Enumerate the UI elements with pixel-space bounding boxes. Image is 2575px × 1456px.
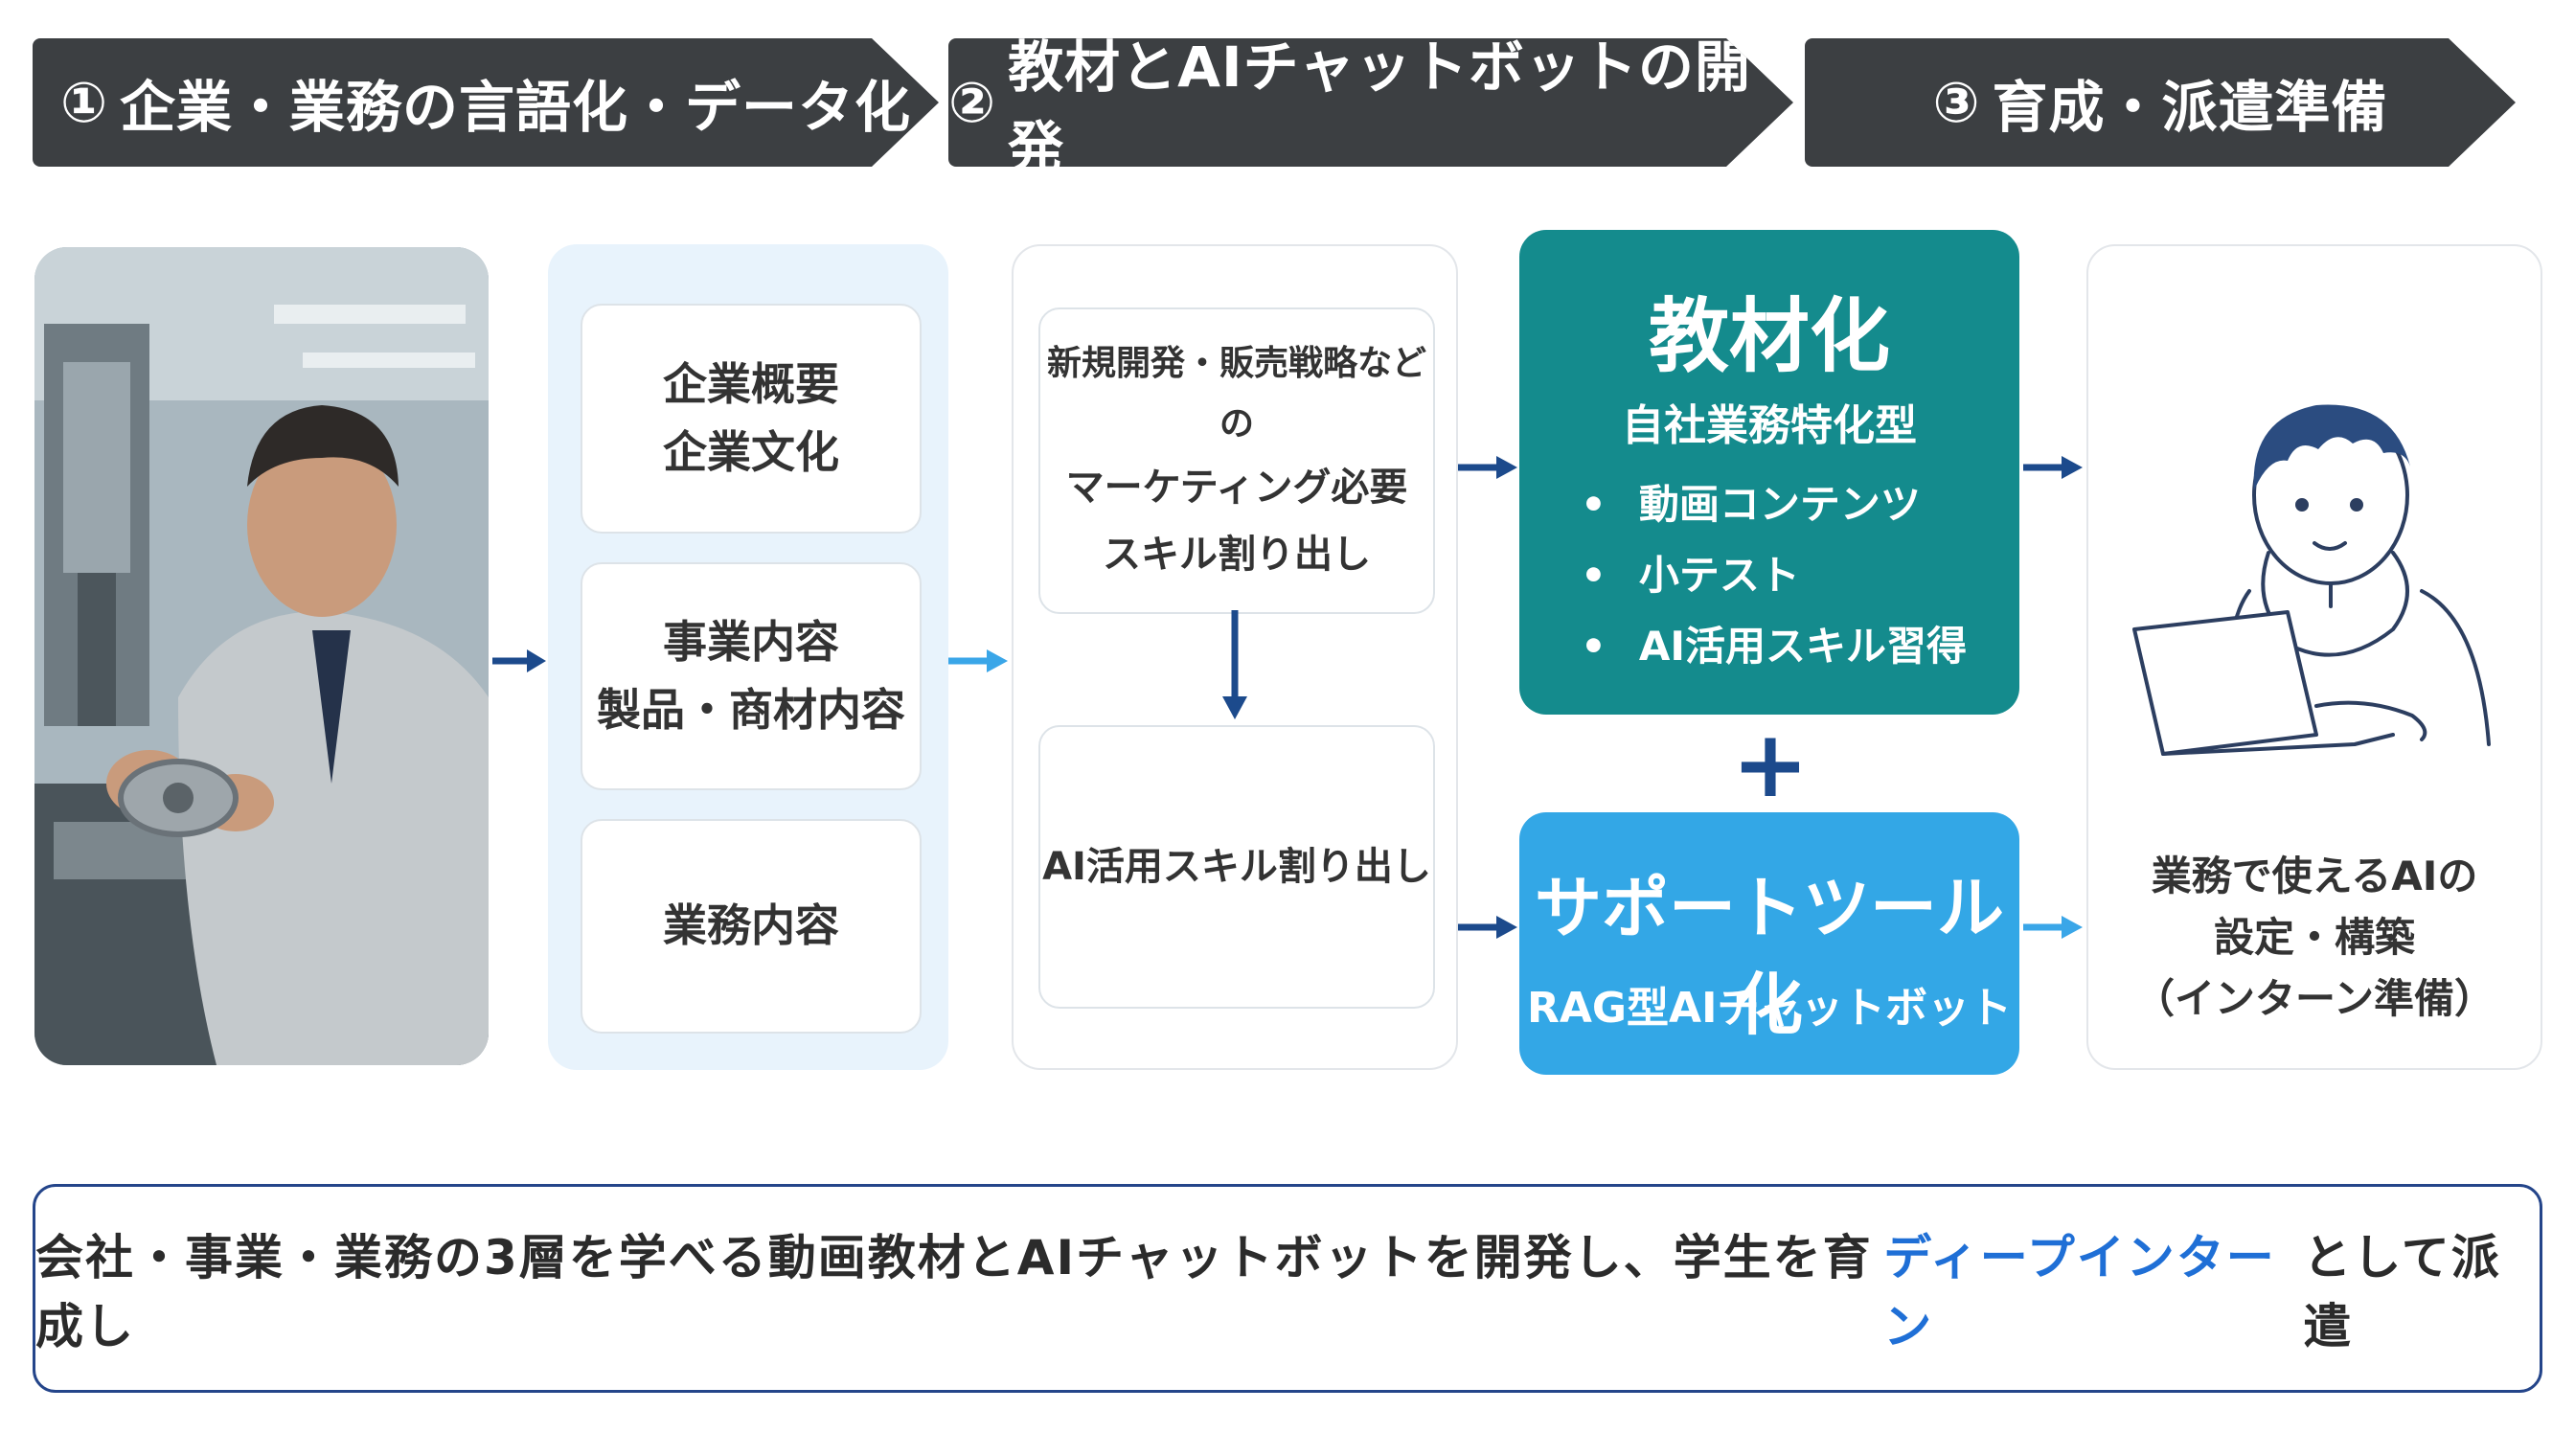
materials-box: 教材化 自社業務特化型 •動画コンテンツ •小テスト •AI活用スキル習得 — [1519, 230, 2019, 715]
arrow-right-icon — [492, 649, 546, 672]
summary-text-end: として派遣 — [2303, 1230, 2501, 1354]
outcome-line: 設定・構築 — [2213, 914, 2415, 961]
student-laptop-illustration — [2132, 404, 2491, 756]
step-label-1: 企業・業務の言語化・データ化 — [120, 75, 912, 140]
step-number-3: ③ — [1932, 70, 1981, 135]
arrow-right-icon — [2023, 916, 2083, 939]
card-line: 事業内容 — [663, 615, 839, 668]
company-overview-card: 企業概要 企業文化 — [581, 304, 922, 534]
factory-worker-illustration — [34, 247, 489, 1065]
company-info-panel: 企業概要 企業文化 事業内容 製品・商材内容 業務内容 — [548, 244, 948, 1070]
arrow-right-icon — [2023, 456, 2083, 479]
support-subtitle: RAG型AIチャットボット — [1526, 984, 2013, 1033]
card-line: 新規開発・販売戦略などの — [1046, 344, 1426, 444]
bullet-text: 動画コンテンツ — [1638, 481, 1921, 528]
step-banner-1: ① 企業・業務の言語化・データ化 — [33, 38, 939, 167]
list-item: •AI活用スキル習得 — [1581, 623, 1967, 670]
factory-worker-photo — [34, 247, 489, 1065]
support-title: サポートツール化 — [1535, 869, 2004, 1044]
card-line: マーケティング必要 — [1065, 466, 1408, 510]
bullet-text: 小テスト — [1638, 552, 1800, 599]
arrow-right-icon — [1458, 456, 1517, 479]
step-number-1: ① — [59, 70, 109, 135]
step-label-2: 教材とAIチャットボットの開発 — [1008, 34, 1751, 180]
outcome-line: （インターン準備） — [2134, 975, 2495, 1022]
bullet-text: AI活用スキル習得 — [1638, 623, 1967, 670]
summary-box: 会社・事業・業務の3層を学べる動画教材とAIチャットボットを開発し、学生を育成し… — [33, 1184, 2542, 1393]
materials-bullet-list: •動画コンテンツ •小テスト •AI活用スキル習得 — [1581, 469, 1967, 682]
summary-highlight: ディープインターン — [1883, 1230, 2276, 1354]
list-item: •小テスト — [1581, 552, 1800, 599]
materials-subtitle: 自社業務特化型 — [1622, 401, 1917, 450]
arrow-right-icon — [948, 649, 1008, 672]
outcome-text: 業務で使えるAIの 設定・構築 （インターン準備） — [2088, 846, 2541, 1030]
operations-card: 業務内容 — [581, 819, 922, 1034]
card-line: スキル割り出し — [1103, 533, 1371, 577]
step-number-2: ② — [948, 70, 997, 135]
card-line: AI活用スキル割り出し — [1042, 845, 1431, 889]
materials-title: 教材化 — [1648, 289, 1890, 383]
step-banner-3: ③ 育成・派遣準備 — [1805, 38, 2516, 167]
outcome-panel: 業務で使えるAIの 設定・構築 （インターン準備） — [2086, 244, 2542, 1070]
card-line: 業務内容 — [663, 899, 839, 952]
list-item: •動画コンテンツ — [1581, 481, 1921, 528]
marketing-skill-card: 新規開発・販売戦略などの マーケティング必要 スキル割り出し — [1038, 307, 1435, 614]
card-line: 製品・商材内容 — [597, 684, 905, 736]
step-banner-2: ② 教材とAIチャットボットの開発 — [948, 38, 1793, 167]
arrow-down-icon — [1222, 610, 1247, 719]
arrow-right-icon — [1458, 916, 1517, 939]
summary-text: 会社・事業・業務の3層を学べる動画教材とAIチャットボットを開発し、学生を育成し — [35, 1230, 1873, 1354]
ai-skill-card: AI活用スキル割り出し — [1038, 725, 1435, 1009]
card-line: 企業概要 — [663, 357, 839, 410]
card-line: 企業文化 — [663, 426, 839, 478]
plus-icon: + — [1731, 711, 1810, 818]
support-tool-box: サポートツール化 RAG型AIチャットボット — [1519, 812, 2019, 1075]
skill-analysis-panel: 新規開発・販売戦略などの マーケティング必要 スキル割り出し AI活用スキル割り… — [1012, 244, 1458, 1070]
step-label-3: 育成・派遣準備 — [1992, 75, 2388, 140]
business-content-card: 事業内容 製品・商材内容 — [581, 562, 922, 790]
outcome-line: 業務で使えるAIの — [2151, 853, 2478, 899]
